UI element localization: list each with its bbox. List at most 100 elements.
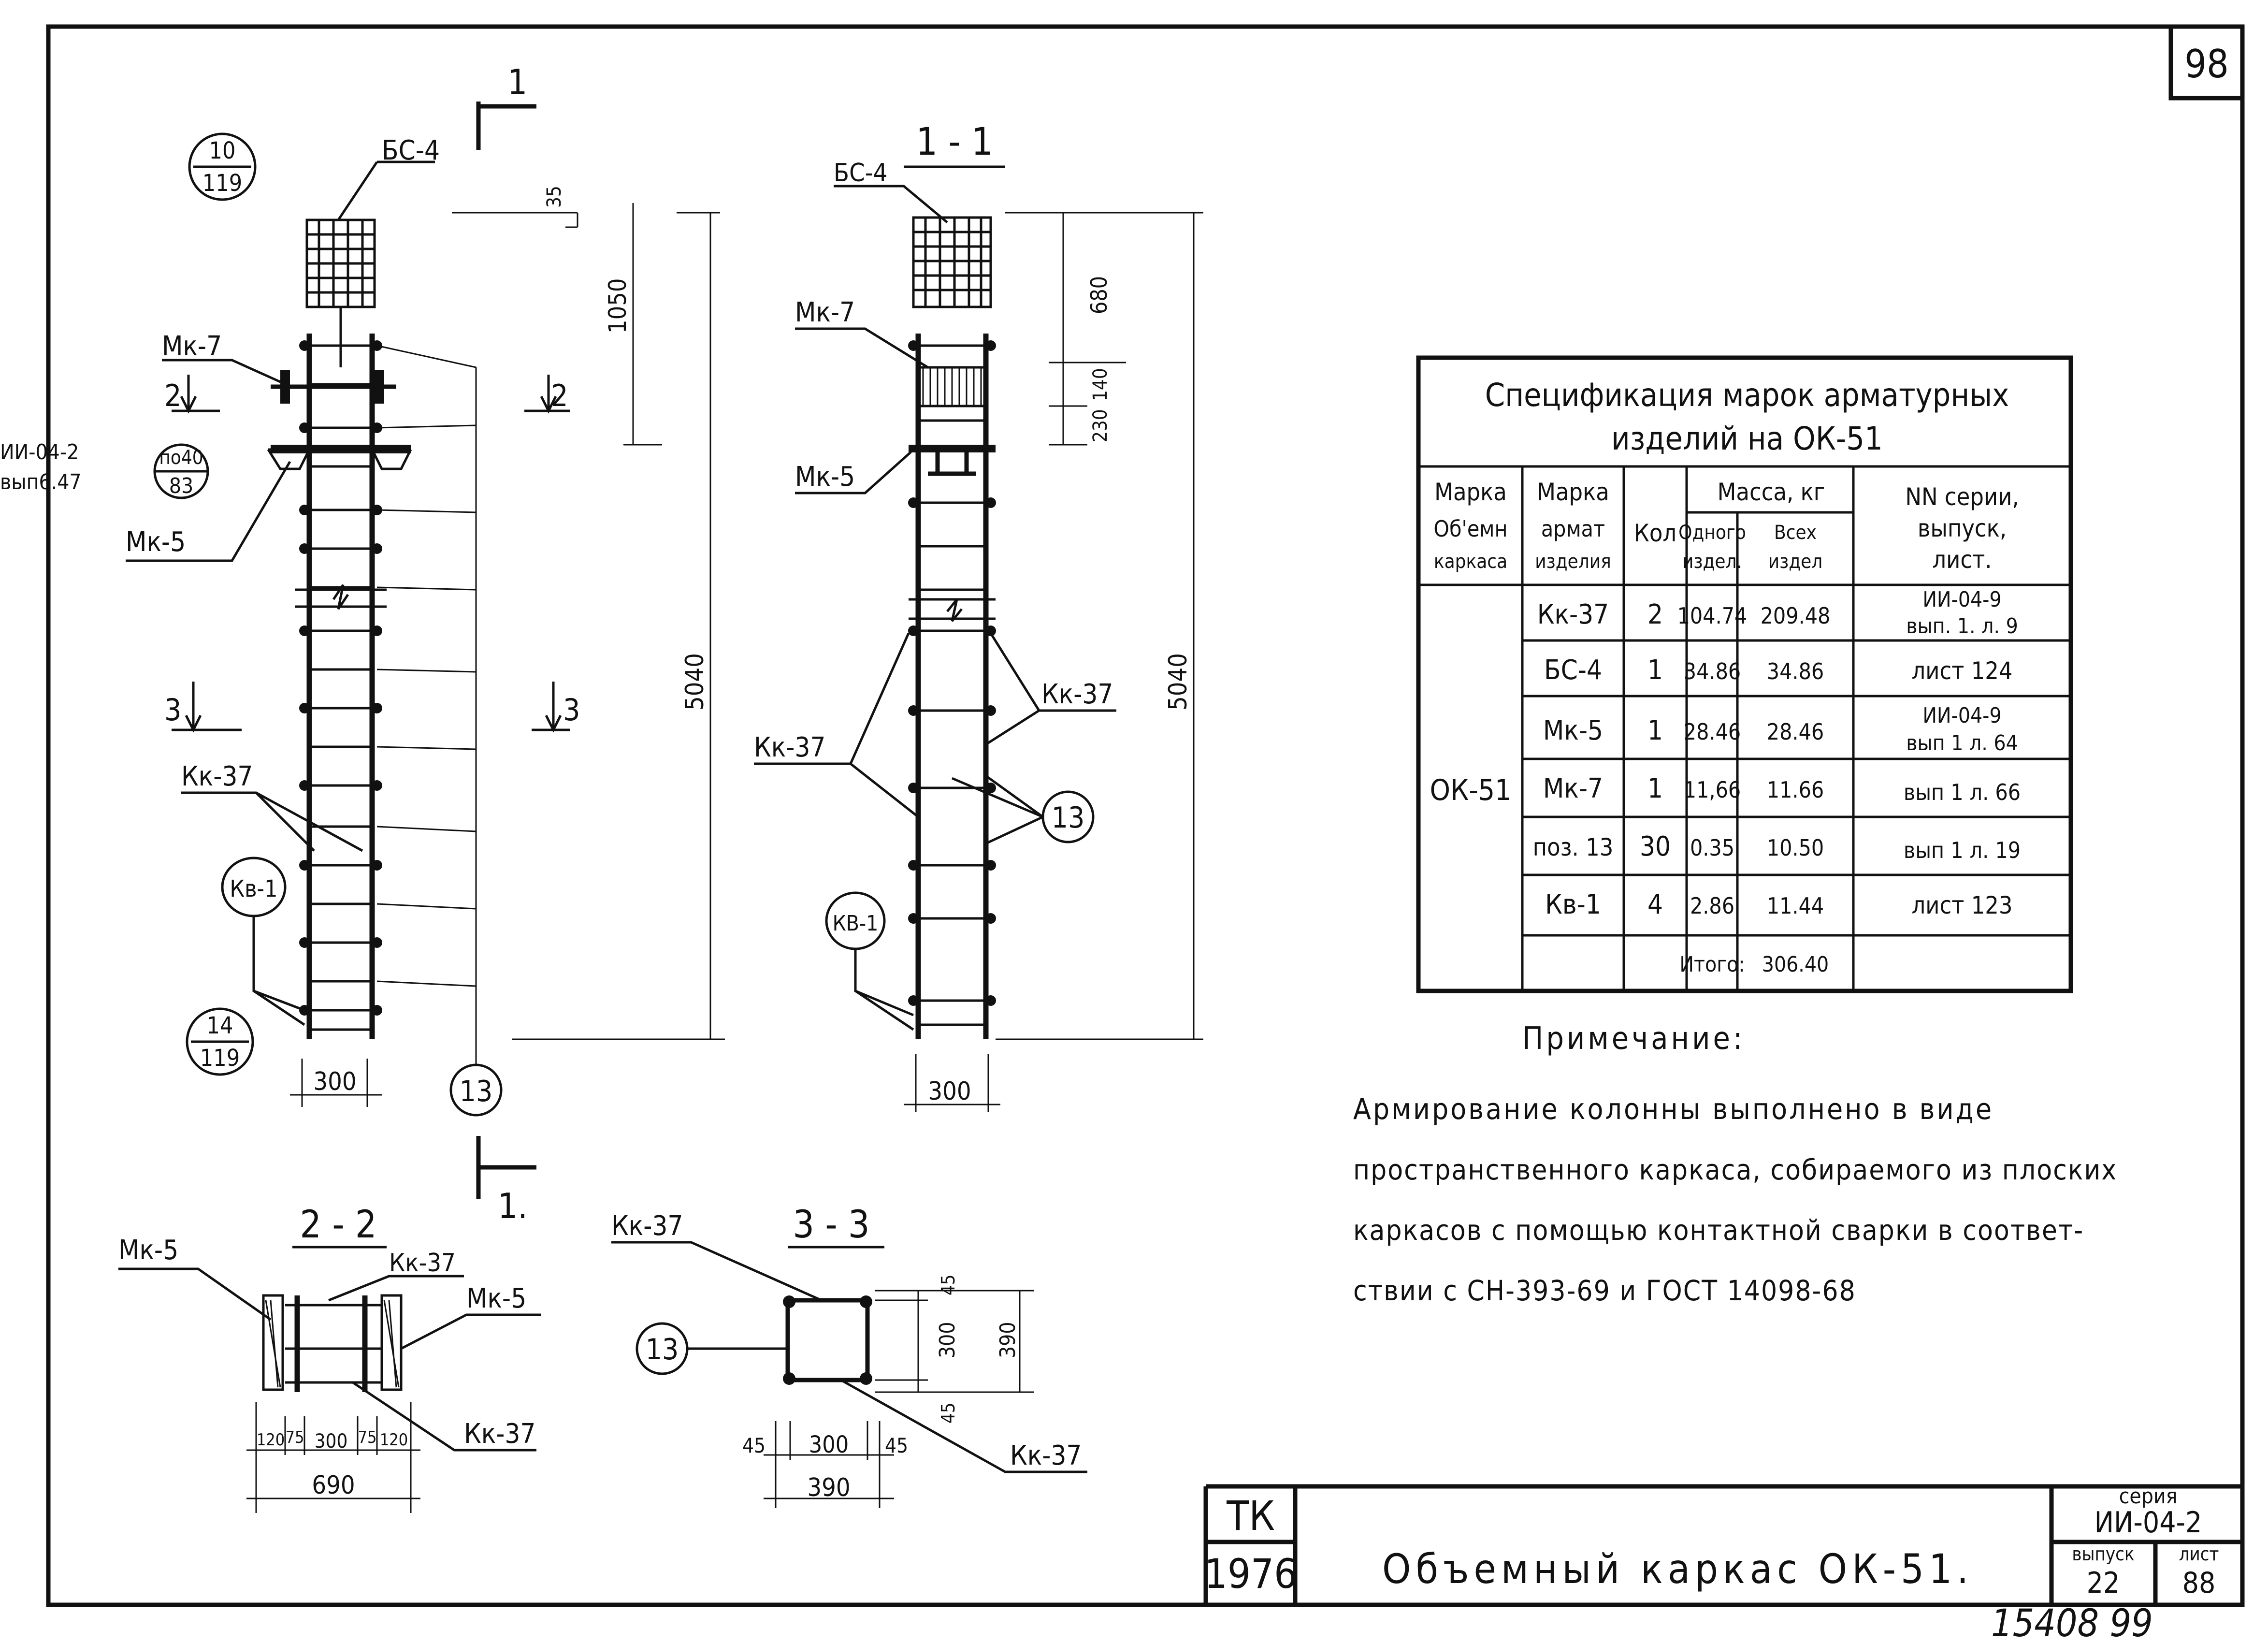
label-kk37-2-2-top: Кк-37 [389,1249,456,1278]
title-section-1-1: 1 - 1 [916,120,993,164]
spec-table: Спецификация марок арматурных изделий на… [1416,355,2073,993]
section-2-2: 2 - 2 Мк-5 Кк-37 Мк-5 Кк-37 120 75 300 7… [118,1203,541,1513]
dim-1050: 1050 [604,278,632,334]
dim-35: 35 [543,186,565,208]
dim-230: 230 [1089,409,1112,442]
cell-item: Кв-1 [1545,889,1601,920]
label-mk5-mid: Мк-5 [795,461,855,493]
cell-total-label: Итого: [1679,952,1745,977]
dim-3-3-300v: 300 [935,1322,960,1358]
cell-mass-all: 11.44 [1767,893,1824,919]
label-kk37-left: Кк-37 [181,761,253,792]
cell-qty: 1 [1647,715,1663,746]
elevation-left: 1 1. 10 119 БС-4 [0,62,725,1226]
cell-ref-1: ИИ-04-9 [1922,703,2001,728]
callout-top-num: 10 [209,137,236,164]
label-pos13-left: 13 [460,1075,493,1108]
dim-3-3-390h: 390 [807,1473,850,1502]
title-block-year: 1976 [1204,1550,1297,1598]
hdr-series-1: NN серии, [1905,483,2019,511]
title-block-issue-value: 22 [2087,1566,2120,1600]
dim-2-2-75b: 75 [358,1428,377,1447]
dim-3-3-390v: 390 [996,1322,1020,1358]
ref-den: 83 [169,474,193,498]
page-number: 98 [2184,42,2229,87]
note-title: Примечание: [1522,1021,1745,1057]
hdr-mass-one-1: Одного [1678,522,1746,544]
title-block-sheet-label: лист [2179,1543,2219,1565]
section-mark-1-bottom: 1. [498,1186,528,1226]
cell-mass-all: 209.48 [1761,603,1831,629]
label-kk37-mid: Кк-37 [754,732,825,763]
cell-ref-1: вып 1 л. 19 [1904,837,2021,863]
note-block: Примечание: Армирование колонны выполнен… [1353,1021,2116,1307]
cell-mass-one: 34.86 [1684,658,1741,684]
cell-mass-one: 2.86 [1690,893,1734,919]
cell-item: Мк-7 [1543,773,1603,804]
cell-mass-one: 28.46 [1684,719,1741,745]
dim-140: 140 [1089,368,1112,401]
dim-3-3-300h: 300 [809,1431,849,1458]
hdr-series-2: выпуск, [1918,514,2007,542]
dim-300-left: 300 [313,1067,356,1096]
cut-3-right: 3 [563,692,580,727]
callout-top-den: 119 [202,170,242,197]
title-block-drawing-title: Объемный каркас ОК-51. [1382,1545,1973,1593]
label-mk7-mid: Мк-7 [795,297,855,328]
cell-frame-mark: ОК-51 [1430,773,1512,807]
label-kv1-left: Кв-1 [230,875,277,902]
section-1-1: 1 - 1 БС-4 Мк-7 Мк-5 Кк-37 [754,120,1203,1112]
title-block-issue-label: выпуск [2072,1543,2134,1565]
cell-ref-1: вып 1 л. 66 [1904,779,2021,805]
title-block-series-label: серия [2119,1484,2178,1509]
label-mk5-2-2-right: Мк-5 [466,1283,526,1314]
cell-ref-1: ИИ-04-9 [1922,587,2001,612]
page-number-box [2168,24,2245,101]
hdr-mark-item-2: армат [1541,516,1605,542]
hdr-mass-one-2: издел. [1682,551,1742,573]
cell-qty: 2 [1647,599,1663,630]
ref-num: по40 [159,447,203,469]
cell-mass-one: 11,66 [1684,777,1741,803]
hdr-mass-all-1: Всех [1774,522,1817,544]
title-section-3-3: 3 - 3 [793,1203,869,1247]
label-mk5-left: Мк-5 [126,526,186,558]
cell-ref-2: вып. 1. л. 9 [1906,614,2018,639]
cell-qty: 1 [1647,773,1663,804]
section-3-3: 3 - 3 Кк-37 13 Кк-37 45 300 45 390 45 30… [611,1203,1087,1508]
ref-series: ИИ-04-2 [0,440,79,465]
hdr-qty: Кол [1634,519,1676,547]
cut-2-right: 2 [551,378,568,413]
sheet-frame [46,24,2245,1607]
label-kk37-mid-right: Кк-37 [1041,679,1113,710]
cell-qty: 1 [1647,654,1663,686]
label-kk37-3-3-top: Кк-37 [611,1210,683,1242]
label-kv1-mid: КВ-1 [833,911,879,936]
hdr-mark-frame-3: каркаса [1434,551,1507,573]
cell-mass-all: 28.46 [1767,719,1824,745]
dim-2-2-75a: 75 [286,1428,304,1447]
cell-qty: 4 [1647,889,1663,920]
title-block-series-value: ИИ-04-2 [2095,1506,2202,1540]
title-block-org: ТК [1226,1492,1275,1540]
dim-2-2-300: 300 [315,1430,348,1453]
title-section-2-2: 2 - 2 [300,1203,376,1247]
cell-item: БС-4 [1544,654,1602,686]
dim-300-mid: 300 [928,1077,971,1106]
mesh-bs4-mid [912,216,992,308]
dim-3-3-45b: 45 [938,1403,959,1424]
cell-total-value: 306.40 [1762,952,1829,977]
cell-ref-1: лист 123 [1911,891,2012,919]
hdr-mark-frame-1: Марка [1434,478,1507,506]
cell-ref-2: вып 1 л. 64 [1906,731,2018,756]
cut-2-left: 2 [164,378,181,413]
title-block-sheet-value: 88 [2182,1566,2216,1600]
cell-mass-all: 34.86 [1767,658,1824,684]
archive-stamp: 15408 99 [1991,1602,2153,1643]
cell-mass-all: 10.50 [1767,835,1824,861]
spec-title-line2: изделий на ОК-51 [1611,420,1883,457]
label-mk7-left: Мк-7 [162,331,222,362]
label-mk5-2-2-left: Мк-5 [118,1235,178,1266]
dim-5040-mid: 5040 [1164,653,1193,711]
